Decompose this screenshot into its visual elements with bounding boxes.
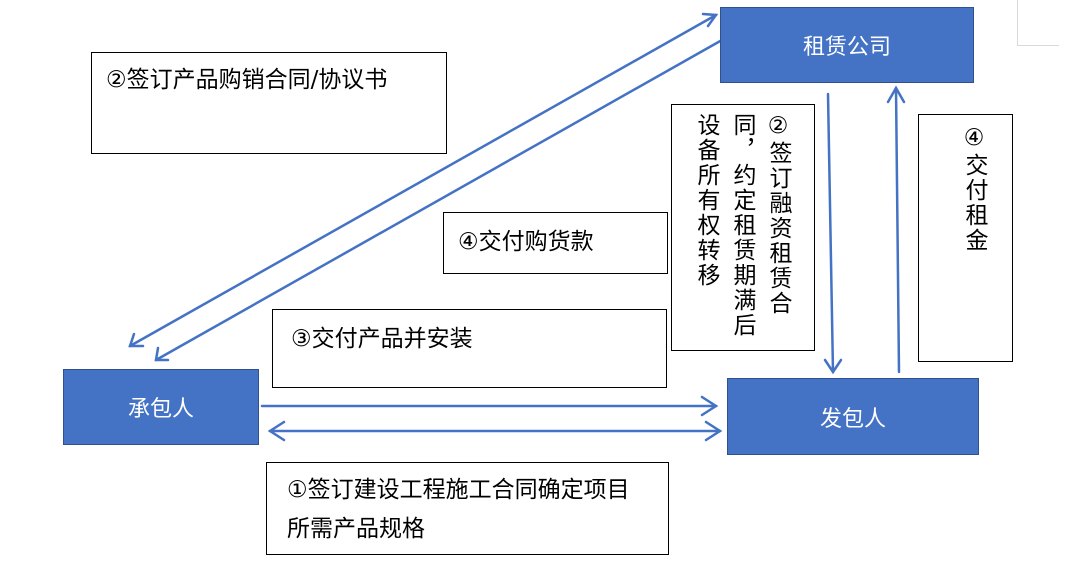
arrow-contractor-leasing xyxy=(128,12,719,348)
note-finance-lease: ②签订融资租赁合 同，约定租赁期满后 设备所有权转移 xyxy=(671,104,815,351)
arrow-contractor-employer-lower xyxy=(267,420,723,442)
node-contractor: 承包人 xyxy=(63,369,259,445)
corner-mark-horizontal xyxy=(1017,45,1059,46)
finance-lease-col-3: 设备所有权转移 xyxy=(693,113,719,288)
arrow-employer-leasing xyxy=(886,85,906,374)
note-pay-purchase: ④交付购货款 xyxy=(443,212,668,274)
pay-rent-col: ④交付租金 xyxy=(961,125,987,253)
node-leasing-company-label: 租赁公司 xyxy=(802,35,891,60)
node-employer-label: 发包人 xyxy=(819,406,886,432)
arrow-leasing-employer xyxy=(823,92,843,375)
note-pay-rent: ④交付租金 xyxy=(918,114,1013,362)
node-employer: 发包人 xyxy=(727,378,979,455)
finance-lease-col-1: ②签订融资租赁合 xyxy=(765,113,791,316)
node-contractor-label: 承包人 xyxy=(127,397,194,422)
arrow-contractor-employer-upper xyxy=(260,395,719,417)
note-construction-contract: ①签订建设工程施工合同确定项目所需产品规格 xyxy=(266,462,669,555)
arrow-leasing-contractor xyxy=(154,38,724,362)
node-leasing-company: 租赁公司 xyxy=(720,7,974,83)
corner-mark-vertical xyxy=(1017,0,1018,46)
finance-lease-col-2: 同，约定租赁期满后 xyxy=(729,113,755,338)
note-deliver-install: ③交付产品并安装 xyxy=(272,309,667,388)
note-purchase-contract: ②签订产品购销合同/协议书 xyxy=(91,52,447,154)
